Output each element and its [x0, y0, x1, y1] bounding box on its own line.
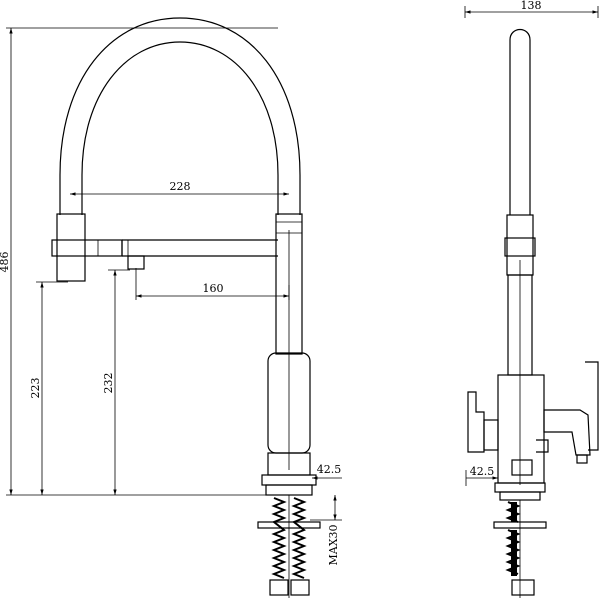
supply-hose-right [291, 497, 307, 579]
dim-label-486: 486 [0, 252, 11, 273]
dim-spout-reach: 228 [70, 180, 289, 196]
dim-label-max30: MAX30 [327, 524, 340, 565]
side-view: 138 [464, 0, 599, 598]
dim-body-diameter-front: 42.5 [312, 463, 342, 480]
flexible-spring-hose [59, 17, 301, 215]
dim-hose-end-height: 223 [29, 281, 68, 495]
dim-label-138: 138 [521, 0, 542, 12]
faucet-body [261, 213, 317, 496]
dim-pullout-offset: 160 [135, 268, 290, 300]
spray-head-holder [51, 213, 123, 282]
dim-label-228: 228 [170, 180, 191, 193]
front-view: 486 223 232 228 [0, 17, 342, 598]
dim-max-deck: MAX30 [310, 495, 342, 566]
dim-label-232: 232 [102, 373, 115, 394]
side-hose [509, 28, 531, 215]
dim-label-42-5-front: 42.5 [317, 463, 342, 476]
side-supply-hose [505, 501, 521, 576]
dim-overall-height: 486 [0, 27, 278, 496]
dim-side-width: 138 [464, 0, 599, 18]
dim-label-42-5-side: 42.5 [470, 465, 495, 478]
side-body [467, 260, 599, 493]
mounting-assembly-side [493, 491, 547, 598]
support-arm [121, 239, 278, 270]
dim-spout-outlet-height: 232 [102, 269, 130, 495]
dim-label-223: 223 [29, 378, 42, 399]
dim-label-160: 160 [203, 282, 224, 295]
dim-body-diameter-side: 42.5 [465, 465, 498, 486]
supply-hose-left [271, 497, 287, 579]
mounting-assembly-front [257, 495, 321, 598]
